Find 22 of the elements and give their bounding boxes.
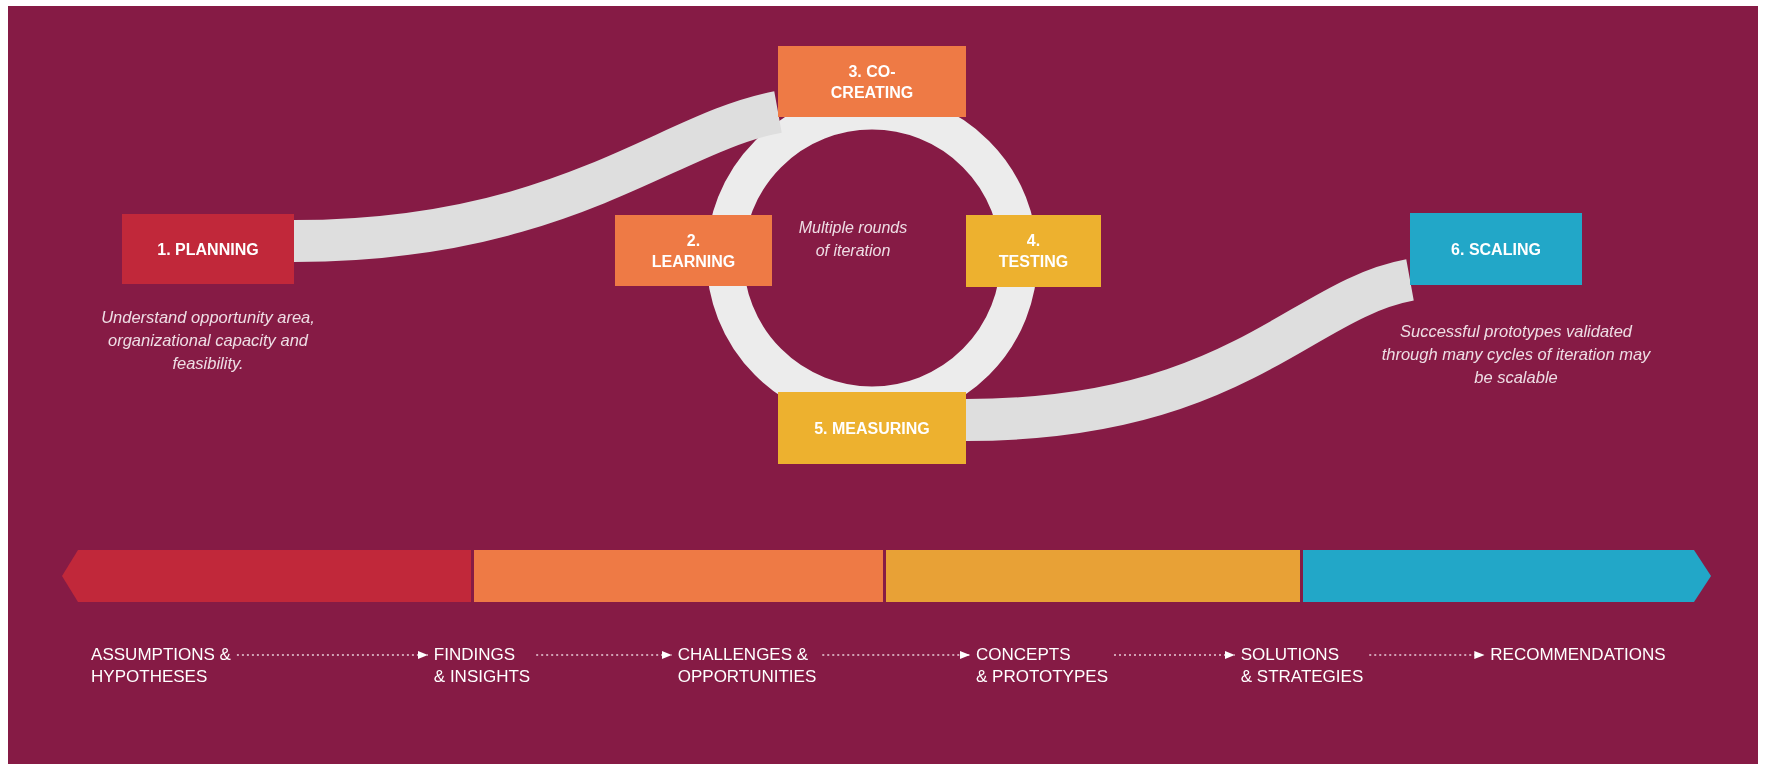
- phase-box: 5. MEASURING: [778, 392, 966, 464]
- phase-box: 6. SCALING: [1410, 213, 1582, 285]
- dotted-arrow: [535, 651, 673, 659]
- dotted-arrow: [821, 651, 971, 659]
- stage-label: SOLUTIONS & STRATEGIES: [1234, 644, 1370, 688]
- flow-band: [965, 259, 1416, 441]
- stage-label: FINDINGS & INSIGHTS: [427, 644, 537, 688]
- description-text: Successful prototypes validated through many cycles of iteration may be scalable: [1381, 321, 1651, 388]
- stage-label: ASSUMPTIONS & HYPOTHESES: [85, 644, 237, 688]
- phase-box: 4. TESTING: [966, 215, 1101, 287]
- description-text: Understand opportunity area, organizational capacity and feasibility.: [100, 307, 316, 374]
- dotted-arrow: [236, 651, 429, 659]
- dotted-arrow: [1113, 651, 1236, 659]
- flow-band: [293, 91, 783, 262]
- dotted-arrow: [1368, 651, 1486, 659]
- stage-label: RECOMMENDATIONS: [1484, 644, 1672, 666]
- phase-box: 2. LEARNING: [615, 215, 772, 286]
- stage-label: CHALLENGES & OPPORTUNITIES: [671, 644, 823, 688]
- phase-box: 3. CO-CREATING: [778, 46, 966, 117]
- stage-label: CONCEPTS & PROTOTYPES: [970, 644, 1114, 688]
- center-note: Multiple rounds of iteration: [798, 218, 908, 261]
- phase-box: 1. PLANNING: [122, 214, 294, 284]
